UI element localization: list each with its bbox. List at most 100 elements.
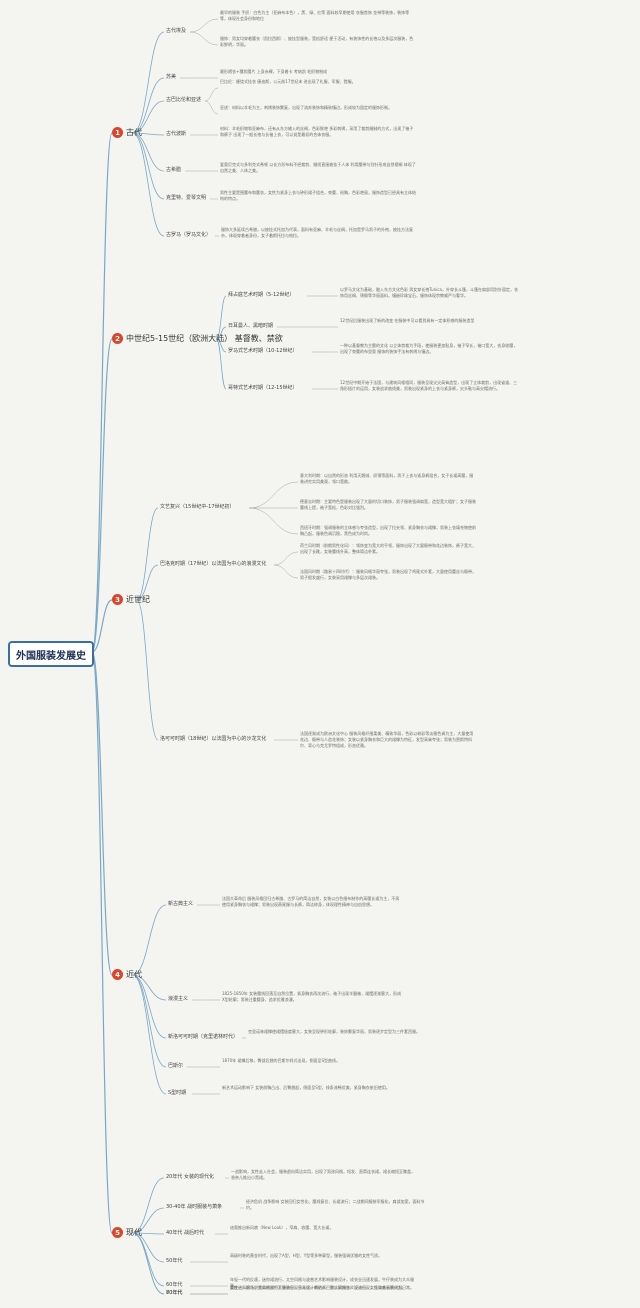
detail-text: 爱奥尼克式与多利克式希顿 以长方形布料不经裁剪、缝纫直接披挂于人体 利用腰带与别…: [220, 162, 416, 173]
detail-text: 高级时装的黄金时代，出现了A型、H型、Y型等多种廓型，服装强调优雅的女性气质。: [230, 1253, 383, 1258]
topic-node: 洛可可时期（18世纪）以法国为中心的沙龙文化: [160, 736, 267, 742]
leaf-connector: [189, 31, 219, 46]
topic-node: 新古典主义: [168, 901, 194, 907]
sub-connector: [216, 295, 227, 340]
topic-node: 古代波斯: [166, 131, 187, 137]
sub-connector: [132, 132, 165, 237]
detail-text: 1870年 裙撑后移，臀部后翘的巴斯尔样式出现，侧面呈S型曲线。: [222, 1058, 340, 1063]
detail-text: 12世纪中期开始于法国，与建筑风格相同，服装呈现尖尖高耸造型，出现了立体裁剪，出…: [340, 380, 518, 391]
sub-connector: [132, 974, 167, 1095]
leaf-connector: [189, 18, 219, 33]
detail-text: 最早的服装 手织：白色为主（亚麻布本色），黑、绿、红等 面料较早期使用 衣服首饰…: [220, 10, 410, 21]
topic-node: 40年代 战后时代: [166, 1230, 204, 1236]
detail-text: 巴比伦：缠绕式挂衣 康迪斯，公元前17世纪末 进出现了礼服、军服、猎服。: [220, 79, 356, 84]
era-number-badge: 2: [112, 333, 123, 344]
topic-node: S型时期: [168, 1090, 187, 1096]
branch-connector: [91, 132, 113, 653]
detail-text: 意大利时期：以自然的形态 利用天鹅绒、织锦等面料，男子上衣与紧身裤组合，女子长裙…: [300, 473, 474, 484]
detail-text: 法国风时期（路易十四时代）：服装风格华丽夸张，男装出现了鸡尾式外套，大量使用蕾丝…: [300, 569, 476, 580]
detail-text: 以罗马文化为基础，融入东方文化色彩 男女穿长袍Tunica，外穿长斗篷，斗篷在肩…: [340, 287, 518, 298]
era-label: 近世纪: [126, 595, 150, 604]
detail-text: 女性进入职场，宽肩的权力套装流行，日本设计师进入巴黎，解构主义设计出现，运动休闲…: [230, 1285, 406, 1290]
sub-connector: [132, 974, 167, 1039]
branch-connector: [91, 338, 113, 653]
sub-connector: [132, 1232, 165, 1287]
era-label: 中世纪5-15世纪（欧洲大陆） 基督教、禁欲: [126, 334, 283, 343]
topic-node: 文艺复兴（15世纪中-17世纪初）: [160, 504, 235, 510]
sub-connector: [132, 904, 167, 976]
detail-text: 新艺术运动影响下 女装前胸凸出、后臀翘起，侧面呈S型，线条流畅优美，紧身胸衣依旧…: [222, 1085, 390, 1090]
detail-text: 12世纪后服装出现了新的改变 在服装中可以看到具有一定体积感的服装造型: [340, 318, 475, 323]
sub-connector: [216, 338, 227, 390]
era-number-badge: 5: [112, 1227, 123, 1238]
branch-connector: [91, 599, 113, 653]
topic-node: 巴洛克时期（17世纪）以法国为中心的浪漫文化: [160, 561, 267, 567]
sub-connector: [132, 100, 165, 134]
era-number-badge: 1: [112, 127, 123, 138]
detail-text: 1825-1850年 女装腰线回落至自然位置，紧身胸衣再次流行，袖子出现羊腿袖，…: [222, 991, 402, 1002]
sub-connector: [136, 507, 159, 601]
era-number-badge: 3: [112, 594, 123, 605]
detail-text: 一战影响，女性走入社会，服装趋向简洁实用，出现了男孩风格，短发、直筒连衣裙，裙长…: [231, 1169, 415, 1180]
detail-text: 西班牙时期：强调服装的立体感与夸张造型，出现了拉夫领、紧身胸衣与裙撑，男装上衣填…: [300, 525, 476, 536]
detail-text: 法国大革命后 服装风格回归古希腊、古罗马的简洁自然，女装以白色细布制作的高腰长裙…: [222, 896, 400, 907]
topic-node: 哥特式艺术时期（12-15世纪）: [228, 385, 298, 391]
topic-node: 30-40年 战时服装与萧条: [166, 1204, 223, 1210]
detail-text: 年轻一代的反叛，迷你裙流行，太空风格与波普艺术影响服装设计，成衣业迅速发展，牛仔…: [230, 1277, 414, 1288]
leaf-connector: [248, 481, 299, 509]
topic-node: 拜占庭艺术时期（5-12世纪）: [228, 292, 295, 298]
topic-node: 50年代: [166, 1258, 183, 1264]
leaf-connector: [248, 507, 299, 535]
mindmap-root: 外国服装发展史: [8, 641, 94, 667]
era-label: 现代: [126, 1228, 142, 1237]
sub-connector: [136, 564, 159, 601]
topic-node: 克里特、爱琴文明: [166, 195, 207, 201]
sub-connector: [216, 326, 227, 340]
detail-text: 荷兰风时期（前期男性化风）：领饰变为宽大的平领，服饰出现了大量缎带和花边装饰，裤…: [300, 543, 476, 554]
leaf-connector: [273, 564, 299, 579]
sub-connector: [132, 974, 167, 1068]
topic-node: 浪漫主义: [168, 996, 189, 1002]
topic-node: 日耳曼人、黑暗时期: [228, 323, 274, 329]
topic-node: 80年代: [166, 1290, 183, 1296]
topic-node: 古巴比伦和亚述: [166, 97, 202, 103]
topic-node: 新洛可可时期（克里诺林时代）: [168, 1034, 239, 1040]
sub-connector: [132, 1177, 165, 1234]
detail-text: 法国逐渐成为欧洲文化中心 服装风格纤细柔美、精致华丽，色彩以粉彩等淡雅色调为主，…: [300, 731, 474, 748]
topic-node: 巴斯尔: [168, 1063, 184, 1069]
detail-text: 一种以基督教为主题的文化 以立体剪裁为手段，使服装更加贴身，袖子窄长，袖口宽大，…: [340, 343, 518, 354]
detail-text: 材料：羊毛织物和亚麻布，还有从东方输入的丝绸，色彩鲜艳 多彩刺绣，采用了裁剪缝制…: [220, 126, 414, 137]
sub-connector: [132, 1207, 165, 1234]
leaf-connector: [204, 87, 219, 102]
sub-connector: [132, 1232, 165, 1235]
topic-node: 20年代 女装的现代化: [166, 1174, 214, 1180]
detail-text: 男性主要是围腰布和腰衣，女性为紧身上衣与钟形裙子组合，束腰、袒胸，色彩艳丽，服饰…: [220, 190, 416, 201]
topic-node: 60年代: [166, 1282, 183, 1288]
detail-text: 裹形褶衣+穗状腰片 上身赤裸，下身着卡 考纳凯 毛织物制成: [220, 69, 328, 74]
sub-connector: [132, 77, 165, 134]
topic-node: 古代埃及: [166, 28, 187, 34]
branch-connector: [91, 651, 113, 1234]
topic-node: 苏美: [166, 74, 177, 80]
detail-text: 迪奥推出新风貌（New Look），窄肩、收腰、宽大长裙。: [230, 1225, 334, 1230]
detail-text: 经济危机 战争影响 女装回归女性化、腰线复位、长裙流行；二战期间服装军服化，肩部…: [246, 1199, 425, 1210]
branch-connector: [91, 651, 113, 976]
detail-text: 克里诺林裙撑使裙摆极度膨大，女装呈现钟形轮廓，装饰繁复华丽，男装逐步定型为三件套…: [248, 1029, 420, 1034]
sub-connector: [136, 599, 159, 741]
topic-node: 古罗马（罗马文化）: [166, 232, 212, 238]
era-label: 古代: [126, 128, 142, 137]
sub-connector: [132, 132, 165, 200]
detail-text: 服饰大多延续古希腊，以披挂式托加为代表，面料有亚麻、羊毛与丝绸，托加是罗马男子的…: [221, 227, 413, 238]
topic-node: 罗马式艺术时期（10-12世纪）: [228, 348, 298, 354]
leaf-connector: [273, 551, 299, 566]
sub-connector: [132, 132, 165, 136]
detail-text: 德意志时期：主要特色是服装出现了大量的切口装饰，男子服装强调肩宽，造型宽大粗犷；…: [300, 499, 476, 510]
sub-connector: [132, 31, 165, 134]
era-label: 近代: [126, 970, 142, 979]
leaf-connector: [204, 100, 219, 115]
